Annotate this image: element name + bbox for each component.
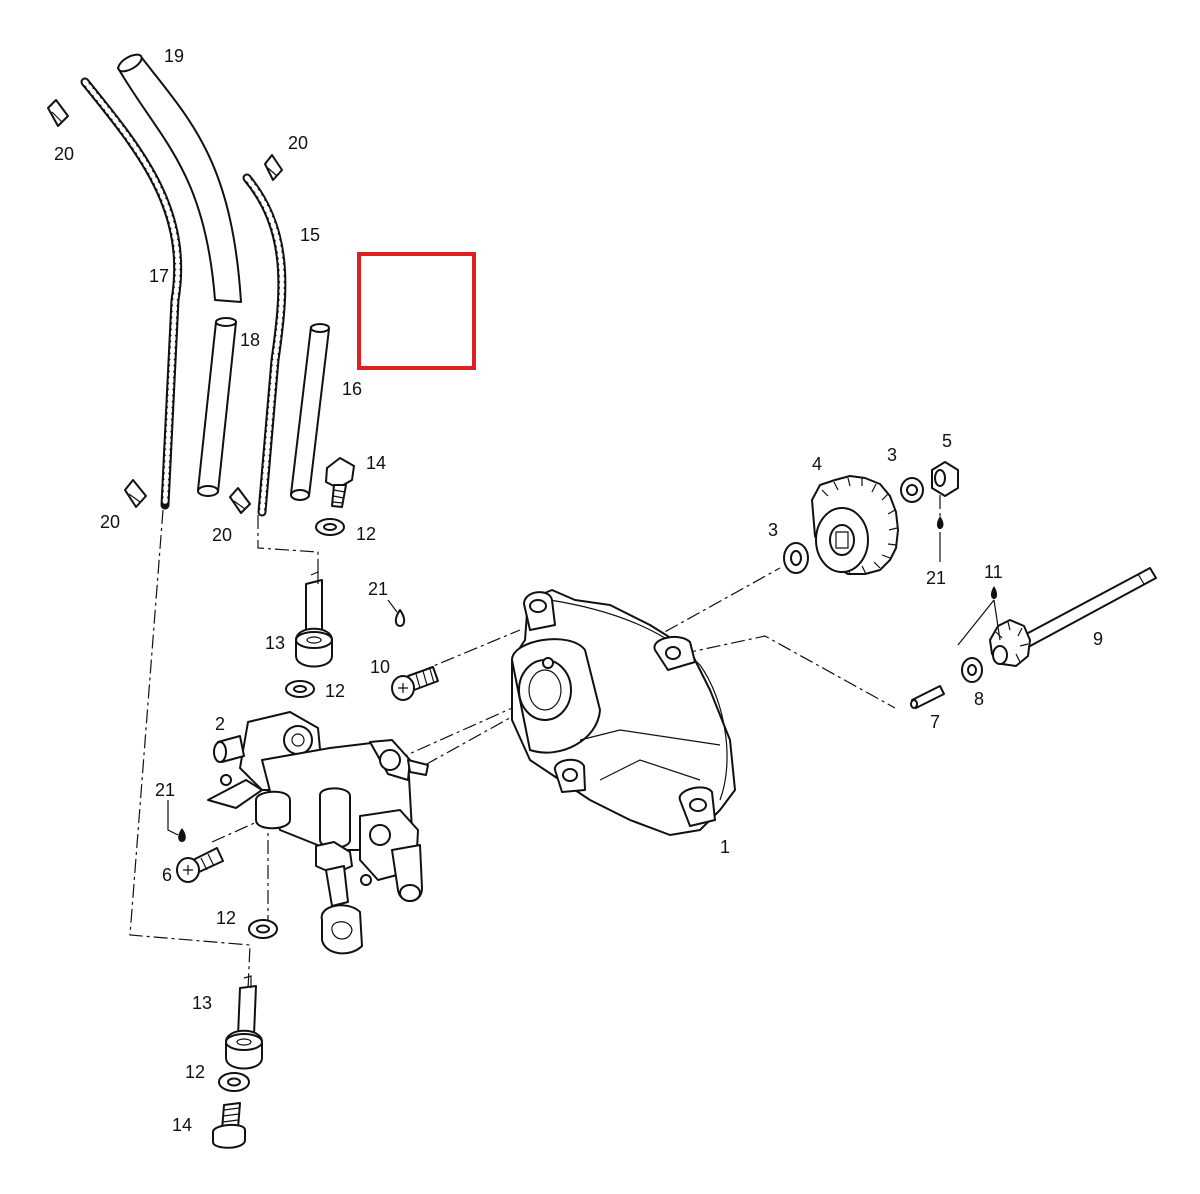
label-part-7: 7 xyxy=(930,712,940,732)
label-part-11: 11 xyxy=(984,562,1003,582)
washer-3-left xyxy=(783,542,809,574)
drop-21-right xyxy=(936,516,944,562)
label-part-1: 1 xyxy=(720,837,730,857)
label-part-8: 8 xyxy=(974,689,984,709)
label-part-3b: 3 xyxy=(887,445,897,465)
label-part-20b: 20 xyxy=(288,133,308,153)
label-part-15: 15 xyxy=(300,225,320,245)
crankcase-cover-1 xyxy=(511,589,736,836)
label-part-4: 4 xyxy=(812,454,822,474)
label-part-3a: 3 xyxy=(768,520,778,540)
label-part-5: 5 xyxy=(942,431,952,451)
clip-20-bottom-mid xyxy=(229,487,251,514)
hose-17 xyxy=(80,77,183,510)
label-part-14b: 14 xyxy=(172,1115,192,1135)
label-part-21a: 21 xyxy=(368,579,388,599)
label-part-21c: 21 xyxy=(155,780,175,800)
label-part-12b: 12 xyxy=(325,681,345,701)
label-part-12d: 12 xyxy=(185,1062,205,1082)
clip-20-top-left xyxy=(47,99,69,127)
drop-11 xyxy=(957,586,1001,646)
label-part-17: 17 xyxy=(149,266,169,286)
pin-7 xyxy=(910,685,945,709)
oil-pump-2 xyxy=(207,711,429,955)
drop-21-upper xyxy=(387,599,406,627)
label-part-14a: 14 xyxy=(366,453,386,473)
screw-6 xyxy=(176,847,224,883)
label-part-21b: 21 xyxy=(926,568,946,588)
highlight-box xyxy=(357,252,476,370)
label-part-18: 18 xyxy=(240,330,260,350)
label-part-19: 19 xyxy=(164,46,184,66)
clip-20-bottom-left xyxy=(124,479,147,508)
washer-12-upper xyxy=(315,518,345,536)
washer-12-lower xyxy=(248,919,278,939)
banjo-fitting-13-upper xyxy=(295,571,333,668)
washer-12-mid xyxy=(285,680,315,698)
washer-12-bottom xyxy=(218,1072,250,1092)
part-labels: 1 2 3 3 4 5 6 7 8 9 10 11 12 12 12 12 13… xyxy=(54,46,1103,1135)
label-part-20c: 20 xyxy=(100,512,120,532)
clip-20-top-right xyxy=(264,154,283,181)
label-part-6: 6 xyxy=(162,865,172,885)
label-part-12a: 12 xyxy=(356,524,376,544)
label-part-2: 2 xyxy=(215,714,225,734)
tube-18 xyxy=(197,317,237,497)
gear-4 xyxy=(811,475,899,576)
label-part-13b: 13 xyxy=(192,993,212,1013)
label-part-13a: 13 xyxy=(265,633,285,653)
banjo-fitting-13-lower xyxy=(225,975,263,1070)
label-part-12c: 12 xyxy=(216,908,236,928)
gear-11 xyxy=(989,619,1031,667)
washer-8 xyxy=(961,657,983,683)
screw-10 xyxy=(391,666,439,701)
label-part-9: 9 xyxy=(1093,629,1103,649)
washer-3-right xyxy=(900,477,924,503)
drop-21-left xyxy=(167,800,186,842)
tube-16 xyxy=(290,323,330,501)
label-part-20d: 20 xyxy=(212,525,232,545)
label-part-10: 10 xyxy=(370,657,390,677)
hose-19 xyxy=(117,53,242,303)
hose-15 xyxy=(242,173,287,517)
nut-5 xyxy=(931,461,959,497)
label-part-20a: 20 xyxy=(54,144,74,164)
banjo-bolt-14-lower xyxy=(212,1102,246,1149)
banjo-bolt-14-upper xyxy=(325,457,355,508)
label-part-16: 16 xyxy=(342,379,362,399)
